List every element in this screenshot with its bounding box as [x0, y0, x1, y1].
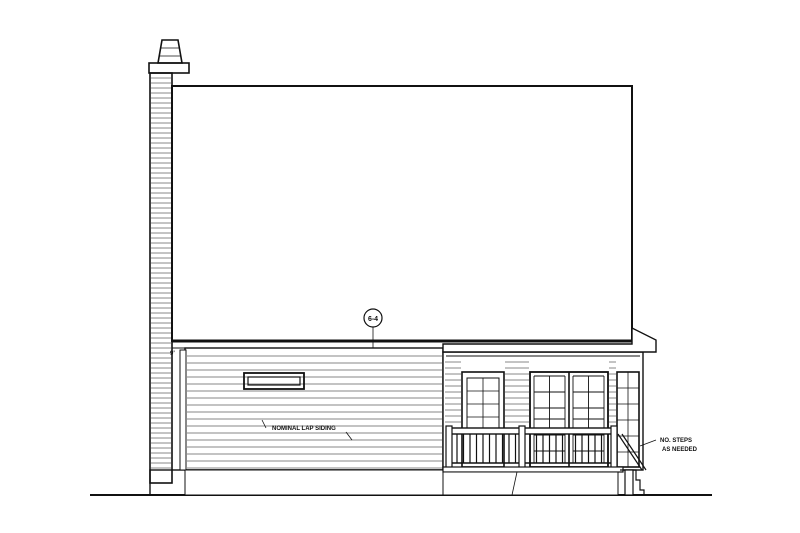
corner-trim-left: [179, 349, 187, 471]
main-foundation: [184, 469, 444, 496]
steps-note-line1: NO. STEPS: [660, 438, 692, 444]
steps-note: NO. STEPS AS NEEDED: [639, 438, 698, 453]
porch-deck: [442, 466, 624, 473]
porch-roof-eave: [442, 326, 657, 353]
porch-steps: [617, 433, 647, 496]
siding-note: NOMINAL LAP SIDING: [261, 419, 353, 441]
porch-railing: [445, 425, 618, 469]
height-mark-left: 9': [170, 351, 175, 357]
main-roof-gable: [171, 85, 633, 342]
main-wall-outline: [184, 347, 444, 471]
chimney-cap: [157, 39, 183, 64]
chimney-brick-courses: [151, 77, 171, 469]
main-wall: [172, 347, 444, 496]
lap-siding-lines: [187, 355, 442, 469]
high-window: [243, 372, 305, 390]
chimney: [148, 39, 190, 496]
porch-siding-lines: [445, 361, 616, 423]
steps-note-line2: AS NEEDED: [662, 447, 698, 453]
porch-addition: [442, 326, 657, 496]
porch-side-window: [616, 371, 640, 468]
siding-note-label: NOMINAL LAP SIDING: [272, 426, 336, 432]
roof-tag-label: 6-4: [368, 316, 378, 323]
porch-foundation: [442, 471, 619, 496]
chimney-crown: [148, 62, 190, 74]
